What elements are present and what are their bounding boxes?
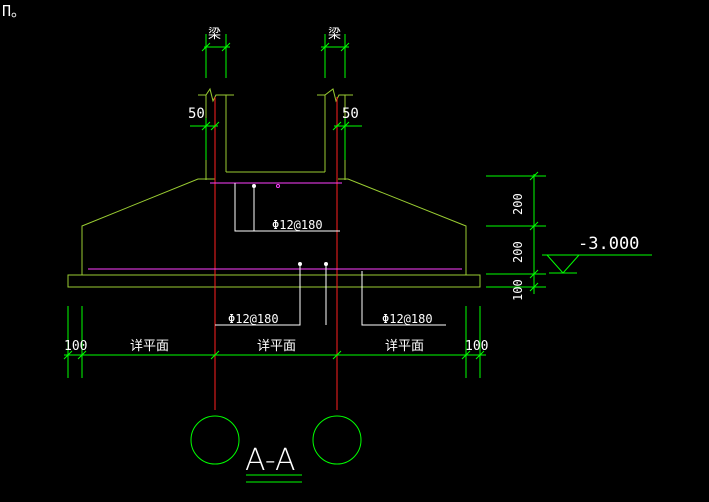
dim-200-mid: 200: [511, 241, 525, 263]
dim-50-right: 50: [342, 106, 359, 122]
footing-outline: [67, 87, 481, 288]
dim-200-top: 200: [511, 193, 525, 215]
see-plan-mid: 详平面: [257, 339, 296, 354]
section-title: A-A: [245, 443, 296, 478]
beam-label-left: 梁: [208, 27, 221, 42]
dim-100-left: 100: [64, 339, 87, 354]
corner-text: Π。: [2, 2, 26, 20]
see-plan-right: 详平面: [385, 339, 424, 354]
rebar-label-lower-right: Φ12@180: [382, 312, 433, 326]
rebar-label-lower-left: Φ12@180: [228, 312, 279, 326]
axis-lines: [214, 97, 338, 410]
dim-50-left: 50: [188, 106, 205, 122]
beam-label-right: 梁: [328, 27, 341, 42]
dim-100-vertical: 100: [511, 279, 525, 301]
rebar-label-upper: Φ12@180: [272, 218, 323, 232]
see-plan-left: 详平面: [130, 339, 169, 354]
dimensions: [63, 34, 652, 483]
rebar-leaders: [215, 183, 446, 326]
dim-100-right: 100: [465, 339, 488, 354]
elevation-label: -3.000: [578, 234, 639, 254]
rebar-lines: [88, 182, 462, 270]
